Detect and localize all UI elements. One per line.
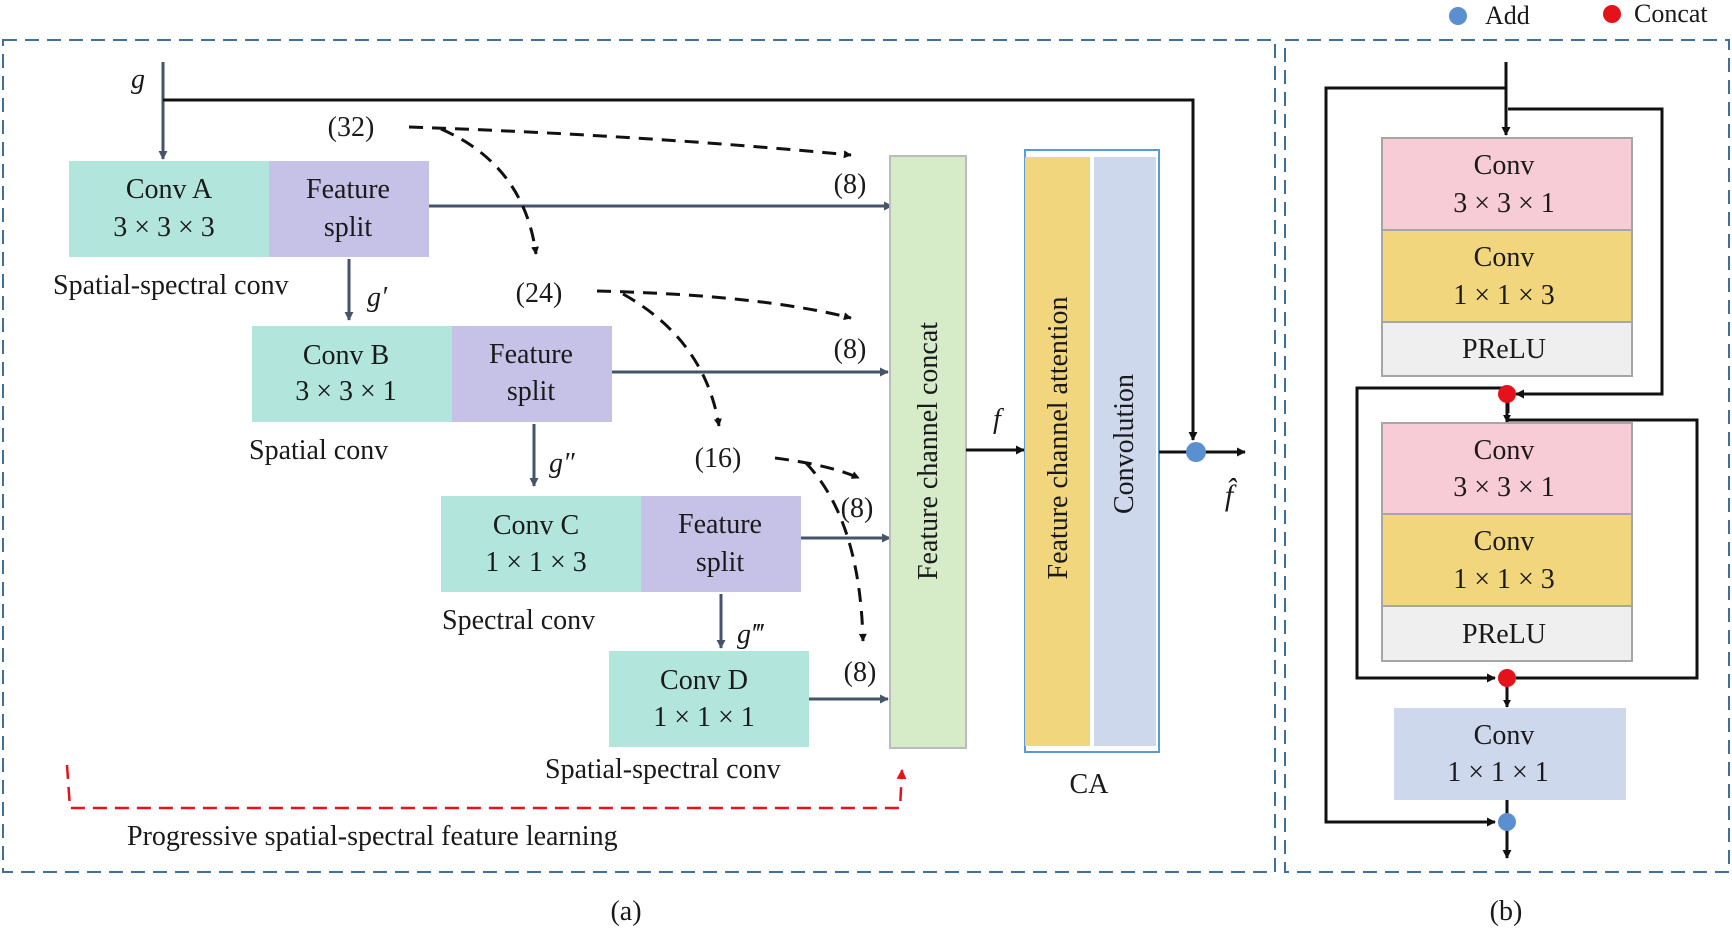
conv-a-name: Conv A — [126, 174, 213, 205]
b-concat-node-2 — [1498, 669, 1516, 687]
feature-channel-concat-label: Feature channel concat — [913, 322, 944, 580]
dashed-arrow-16-to-8 — [774, 456, 860, 480]
panel-a-caption: (a) — [610, 896, 641, 927]
b-group2-conv2-name: Conv — [1474, 526, 1535, 557]
legend-add-label: Add — [1485, 1, 1530, 30]
conv-a-caption: Spatial-spectral conv — [53, 270, 289, 301]
split-count-24: (24) — [516, 278, 563, 309]
dashed-arrow-16-to-8-lower — [804, 461, 867, 642]
split-dashed-arrows — [408, 125, 867, 642]
skip-connection-line — [163, 98, 1198, 441]
conv-c-kernel: 1 × 1 × 3 — [485, 547, 587, 578]
b-group1-prelu-label: PReLU — [1462, 334, 1546, 365]
output-label: f̂ — [1225, 478, 1238, 512]
f-label: f — [993, 404, 1004, 435]
b-group1-conv1-name: Conv — [1474, 150, 1535, 181]
b-group2-prelu-label: PReLU — [1462, 619, 1546, 650]
conv-d-box — [609, 651, 809, 747]
b-group1-conv2-box — [1381, 229, 1633, 323]
b-inner-skip-2-line — [1355, 386, 1506, 683]
conv-c-box — [441, 496, 641, 592]
b-group2-prelu-box — [1381, 605, 1633, 662]
feature-channel-concat-box — [889, 155, 967, 749]
legend: Add Concat — [1449, 0, 1708, 30]
feature-split-b-label-2: split — [507, 376, 555, 407]
input-label: g — [131, 64, 145, 95]
g-prime-label: g′ — [367, 282, 388, 313]
add-node-a — [1186, 442, 1206, 462]
split-count-16: (16) — [695, 443, 742, 474]
g-double-prime-label: g″ — [549, 448, 575, 479]
b-final-conv-kernel: 1 × 1 × 1 — [1447, 757, 1549, 788]
b-group1-conv2-kernel: 1 × 1 × 3 — [1453, 280, 1555, 311]
b-concat-node-1 — [1498, 385, 1516, 403]
b-outer-skip-line — [1324, 86, 1506, 827]
conv-b-caption: Spatial conv — [249, 435, 388, 466]
branch-count-c: (8) — [841, 493, 874, 524]
feature-split-b-box — [452, 326, 612, 422]
b-final-conv-name: Conv — [1474, 720, 1535, 751]
conv-a-box — [69, 161, 269, 257]
split-count-32: (32) — [328, 112, 375, 143]
b-group2-conv1-box — [1381, 422, 1633, 515]
b-add-node — [1498, 813, 1516, 831]
conv-d-name: Conv D — [660, 665, 748, 696]
ca-label: CA — [1070, 769, 1110, 800]
b-group1-prelu-box — [1381, 321, 1633, 377]
conv-c-name: Conv C — [493, 510, 579, 541]
b-inner-skip-1-line — [1508, 107, 1664, 399]
feature-split-b-label-1: Feature — [489, 339, 573, 370]
progressive-learning-label: Progressive spatial-spectral feature lea… — [127, 821, 618, 852]
panel-a: g Conv A 3 × 3 × 3 Feature split Spatial… — [53, 62, 1246, 927]
feature-split-c-label-2: split — [696, 547, 744, 578]
dashed-arrow-24-to-8 — [596, 289, 852, 321]
legend-concat-dot — [1603, 5, 1621, 23]
conv-d-caption: Spatial-spectral conv — [545, 754, 781, 785]
b-group1-conv1-kernel: 3 × 3 × 1 — [1453, 188, 1555, 219]
legend-add-dot — [1449, 7, 1467, 25]
conv-d-kernel: 1 × 1 × 1 — [653, 702, 755, 733]
panel-b-frame — [1284, 39, 1730, 873]
feature-split-a-box — [269, 161, 429, 257]
feature-split-a-label-2: split — [324, 212, 372, 243]
conv-a-kernel: 3 × 3 × 3 — [113, 212, 215, 243]
convolution-label: Convolution — [1109, 374, 1140, 514]
b-group2-conv2-kernel: 1 × 1 × 3 — [1453, 564, 1555, 595]
panel-b-caption: (b) — [1490, 896, 1523, 927]
panel-a-frame — [2, 39, 1276, 873]
conv-b-name: Conv B — [303, 340, 389, 371]
b-group2-conv1-kernel: 3 × 3 × 1 — [1453, 472, 1555, 503]
b-group1-conv1-box — [1381, 137, 1633, 231]
b-group1-conv2-name: Conv — [1474, 242, 1535, 273]
dashed-arrow-24-to-16 — [622, 292, 722, 427]
dashed-arrow-32-to-24 — [440, 127, 539, 255]
dashed-arrow-32-to-8 — [408, 125, 852, 159]
b-group2-conv1-name: Conv — [1474, 435, 1535, 466]
g-triple-prime-label: g‴ — [737, 619, 765, 650]
conv-c-caption: Spectral conv — [442, 605, 595, 636]
branch-count-b: (8) — [834, 334, 867, 365]
legend-concat-label: Concat — [1634, 0, 1708, 28]
feature-split-c-box — [641, 496, 801, 592]
feature-split-c-label-1: Feature — [678, 509, 762, 540]
panel-b: Conv 3 × 3 × 1 Conv 1 × 1 × 3 PReLU Conv… — [1324, 62, 1699, 927]
conv-b-kernel: 3 × 3 × 1 — [295, 376, 397, 407]
branch-count-d: (8) — [844, 657, 877, 688]
convolution-box — [1094, 157, 1156, 746]
feature-split-a-label-1: Feature — [306, 174, 390, 205]
feature-channel-attention-label: Feature channel attention — [1043, 297, 1074, 580]
b-final-conv-box — [1394, 708, 1626, 800]
progressive-learning-arrow — [65, 764, 907, 810]
branch-count-a: (8) — [834, 169, 867, 200]
conv-b-box — [252, 326, 452, 422]
feature-channel-attention-box — [1025, 157, 1090, 746]
